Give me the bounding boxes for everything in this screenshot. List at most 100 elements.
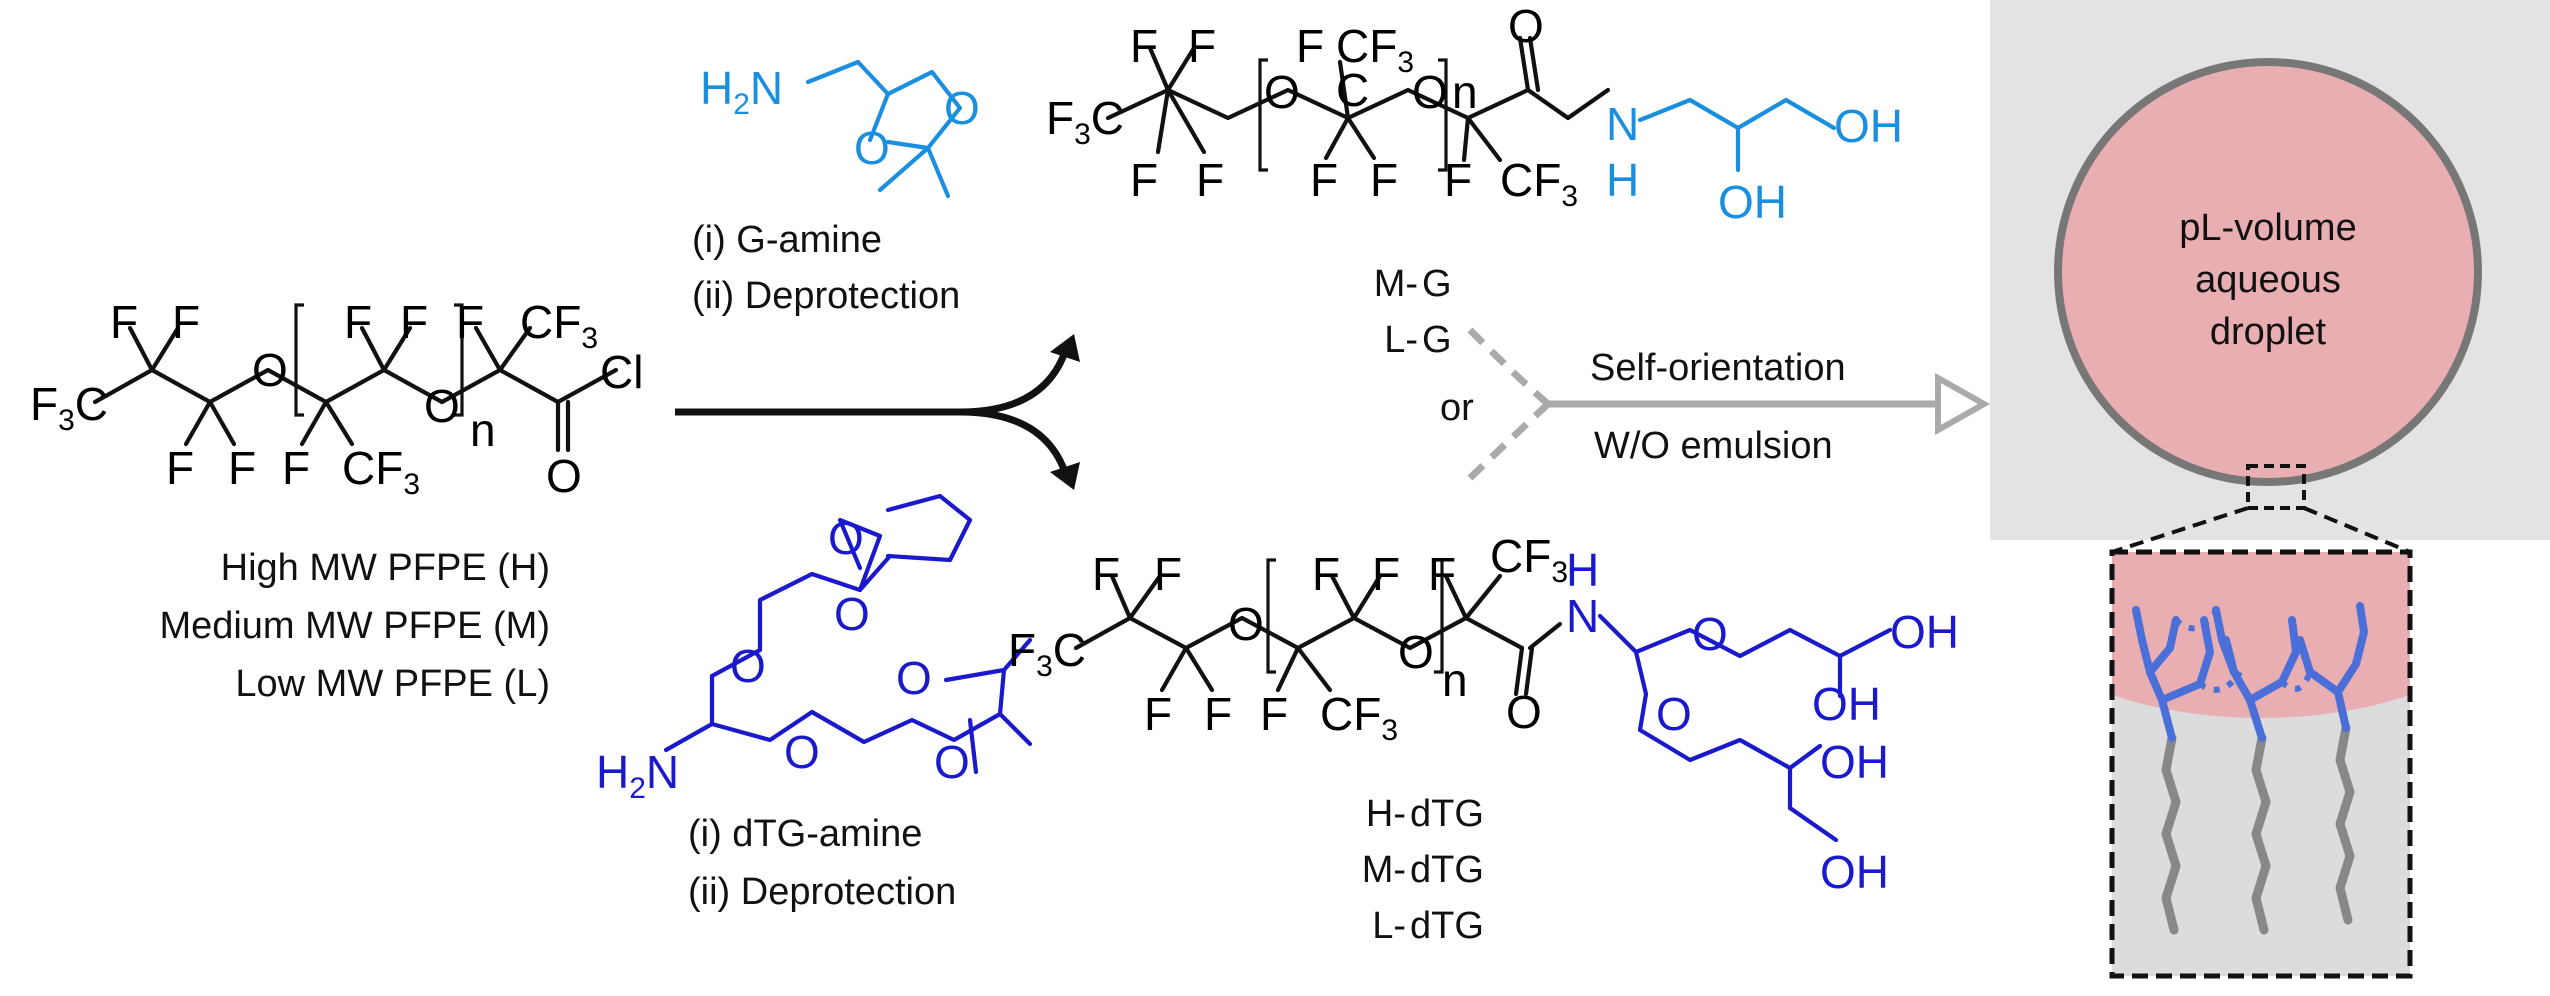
atom-f: F — [1372, 548, 1400, 600]
atom-f: F — [1312, 548, 1340, 600]
atom-f: F — [1370, 154, 1398, 206]
atom-f: F — [166, 442, 194, 494]
atom-cf3: CF3 — [1320, 688, 1398, 747]
atom-o: O — [944, 82, 980, 134]
atom-o: O — [1506, 686, 1542, 738]
label-high-mw: High MW PFPE (H) — [221, 547, 550, 589]
atom-nh: N — [1606, 98, 1639, 150]
hydrophilic-heads — [2132, 602, 2368, 742]
atom-f: F — [344, 296, 372, 348]
atom-cf3: CF3 — [342, 442, 420, 501]
or-label: or — [1440, 387, 1474, 429]
atom-cf3: CF3 — [1500, 154, 1578, 213]
atom-cf3: CF3 — [1336, 20, 1414, 79]
zoom-line-right — [2303, 506, 2411, 554]
product-m-g-suffix: G — [1422, 263, 1452, 305]
branching-arrow — [675, 334, 1080, 490]
product-l-dtg-suffix: dTG — [1410, 905, 1484, 947]
atom-f: F — [400, 296, 428, 348]
bottom-step-2: (ii) Deprotection — [688, 871, 956, 913]
product-m-g-prefix: M- — [1374, 263, 1418, 305]
atom-f: F — [228, 442, 256, 494]
atom-h2n: H2N — [596, 746, 679, 805]
atom-f: F — [1092, 548, 1120, 600]
atom-o: O — [784, 726, 820, 778]
product-l-dtg-prefix: L- — [1372, 905, 1406, 947]
product-m-dtg-suffix: dTG — [1410, 849, 1484, 891]
top-step-2: (ii) Deprotection — [692, 275, 960, 317]
atom-f: F — [172, 296, 200, 348]
interface-inset — [2109, 549, 2413, 979]
top-step-1: (i) G-amine — [692, 219, 882, 261]
self-orientation-label: Self-orientation — [1590, 347, 1846, 389]
zoom-line-left — [2111, 506, 2249, 554]
atom-o: O — [834, 588, 870, 640]
atom-o: O — [1508, 0, 1544, 52]
g-amine-structure — [805, 59, 963, 199]
atom-o: O — [934, 736, 970, 788]
repeat-n: n — [1452, 66, 1478, 118]
atom-f: F — [1444, 154, 1472, 206]
atom-o: O — [1412, 66, 1448, 118]
atom-cf3: CF3 — [520, 296, 598, 355]
atom-h: H — [1606, 154, 1639, 206]
atom-f3c: F3C — [1046, 92, 1124, 151]
repeat-n: n — [470, 404, 496, 456]
atom-f: F — [282, 442, 310, 494]
fluorous-tails — [2161, 723, 2355, 935]
atom-o: O — [828, 512, 864, 564]
repeat-n: n — [1442, 654, 1468, 706]
atom-f: F — [1260, 688, 1288, 740]
atom-o: O — [424, 380, 460, 432]
atom-f: F — [1428, 548, 1456, 600]
droplet-label-2: aqueous — [2195, 259, 2341, 301]
atom-oh: OH — [1812, 678, 1881, 730]
product-h-dtg-prefix: H- — [1366, 793, 1406, 835]
atom-o: O — [1228, 598, 1264, 650]
atom-o: O — [1656, 688, 1692, 740]
atom-o: O — [896, 652, 932, 704]
atom-cl: Cl — [600, 346, 643, 398]
atom-f: F — [1204, 688, 1232, 740]
droplet-label-3: droplet — [2210, 311, 2327, 353]
atom-o: O — [546, 450, 582, 502]
atom-f: F — [1130, 154, 1158, 206]
merge-arrow — [1467, 327, 1991, 481]
atom-o: O — [1398, 626, 1434, 678]
dtg-surfactant-structure — [1073, 558, 1893, 843]
aqueous-droplet — [2054, 58, 2482, 486]
atom-f: F — [1130, 20, 1158, 72]
atom-oh: OH — [1718, 176, 1787, 228]
label-low-mw: Low MW PFPE (L) — [235, 663, 550, 705]
atom-o: O — [1264, 66, 1300, 118]
product-h-dtg-suffix: dTG — [1410, 793, 1484, 835]
atom-o: O — [730, 640, 766, 692]
atom-f: F — [1310, 154, 1338, 206]
hydrogen-bonds — [2173, 610, 2313, 693]
label-medium-mw: Medium MW PFPE (M) — [159, 605, 550, 647]
emulsion-label: W/O emulsion — [1594, 425, 1833, 467]
atom-f: F — [1144, 688, 1172, 740]
atom-f: F — [1296, 20, 1324, 72]
atom-f: F — [110, 296, 138, 348]
atom-oh: OH — [1820, 736, 1889, 788]
atom-cf3: CF3 — [1490, 530, 1568, 589]
atom-n: N — [1566, 590, 1599, 642]
product-l-g-suffix: G — [1422, 319, 1452, 361]
atom-h: H — [1566, 544, 1599, 596]
g-surfactant-structure — [1105, 35, 1837, 173]
atom-f: F — [1154, 548, 1182, 600]
atom-h2n: H2N — [700, 62, 783, 121]
atom-f: F — [456, 296, 484, 348]
atom-f3c: F3C — [30, 378, 108, 437]
atom-o: O — [1692, 608, 1728, 660]
pfpe-acid-chloride — [92, 303, 619, 453]
atom-oh: OH — [1890, 606, 1959, 658]
dtg-amine-structure — [663, 493, 1033, 775]
atom-f: F — [1188, 20, 1216, 72]
atom-c: C — [1336, 64, 1369, 116]
product-m-dtg-prefix: M- — [1362, 849, 1406, 891]
atom-oh: OH — [1820, 846, 1889, 898]
